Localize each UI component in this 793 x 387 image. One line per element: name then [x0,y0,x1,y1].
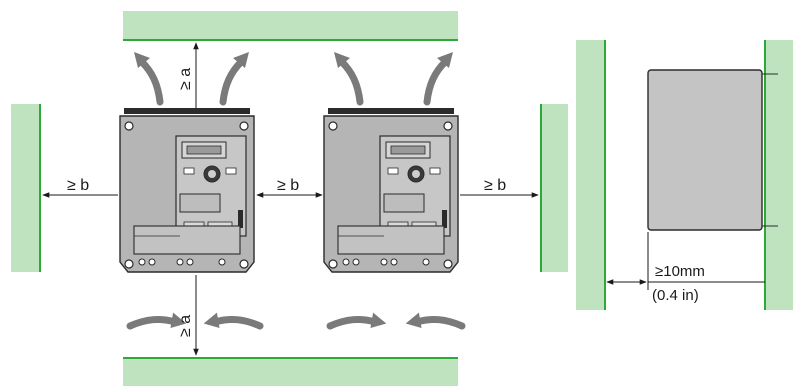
clearance-bottom-label: ≥ a [177,315,194,337]
side-view-wall-right [764,40,793,310]
dimension-right: ≥ b [460,177,539,198]
curved-arrow-icon [204,301,260,349]
curved-arrow-icon [427,52,453,102]
dimension-top: ≥ a [177,42,199,108]
drive-unit-right [323,107,459,273]
wall-right [540,104,568,272]
wall-top [123,11,458,41]
dimension-left: ≥ b [42,177,118,198]
side-view-wall-left [576,40,606,310]
curved-arrow-icon [330,301,386,349]
drive-unit-left [119,107,255,273]
side-view-drive [647,69,778,231]
curved-arrow-icon [134,52,160,102]
clearance-left-label: ≥ b [67,177,89,194]
clearance-right-label: ≥ b [484,177,506,194]
clearance-between-label: ≥ b [277,177,299,194]
wall-bottom [123,357,458,386]
clearance-top-label: ≥ a [177,68,194,90]
dimension-bottom: ≥ a [177,275,199,356]
curved-arrow-icon [334,52,360,102]
side-gap-metric-label: ≥10mm [655,263,705,280]
dimension-between: ≥ b [256,177,323,198]
curved-arrow-icon [223,52,249,102]
side-gap-imperial-label: (0.4 in) [652,287,699,304]
curved-arrow-icon [406,301,462,349]
side-gap-dimension: ≥10mm (0.4 in) [606,232,765,304]
wall-left [11,104,41,272]
